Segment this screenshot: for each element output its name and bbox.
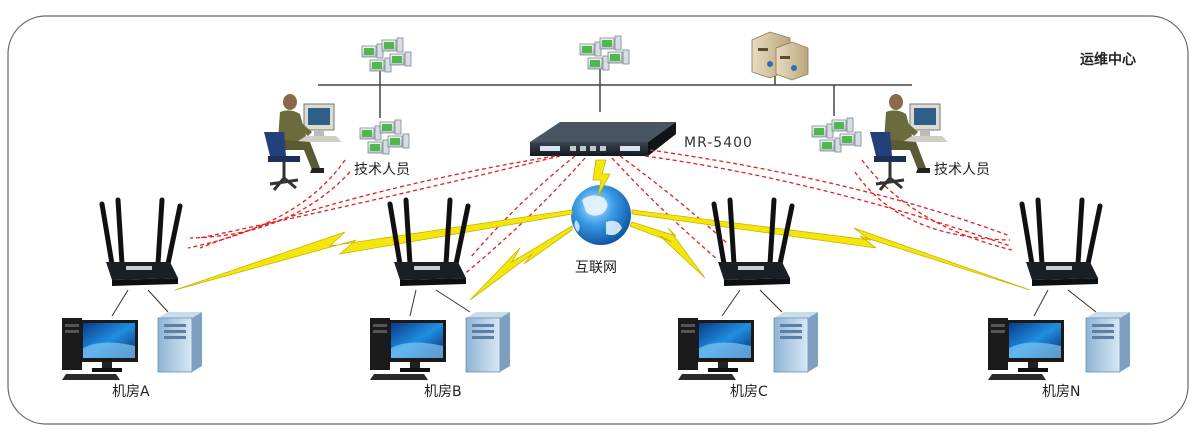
room-b: 机房B [370, 200, 511, 400]
tower-server-icon [465, 311, 511, 373]
desktop-pc-icon [62, 318, 138, 380]
desktop-pc-icon [678, 318, 754, 380]
tech-left-label: 技术人员 [354, 162, 410, 178]
room-a: 机房A [62, 200, 203, 400]
internet-label: 互联网 [575, 260, 617, 276]
wireless-router-icon [1022, 200, 1100, 286]
pc-cluster-icon [579, 35, 630, 71]
lan-bus [318, 68, 912, 118]
diagram-frame [7, 15, 1189, 425]
room-n: 机房N [988, 200, 1131, 400]
desktop-pc-icon [988, 318, 1064, 380]
tower-server-icon [1085, 311, 1131, 373]
server-icon [751, 31, 809, 81]
room-label: 机房A [112, 384, 150, 400]
wireless-router-icon [102, 200, 180, 286]
wireless-links [174, 209, 1031, 301]
ops-center-label: 运维中心 [1080, 51, 1136, 68]
room-label: 机房B [424, 384, 462, 400]
pc-cluster-icon [359, 119, 410, 155]
pc-cluster-icon [361, 37, 412, 73]
tower-server-icon [773, 311, 819, 373]
room-label: 机房C [730, 384, 768, 400]
tower-server-icon [157, 311, 203, 373]
room-c: 机房C [678, 200, 819, 400]
technician-icon [262, 92, 344, 192]
room-label: 机房N [1042, 384, 1080, 400]
pc-cluster-icon [811, 117, 862, 153]
router-model-label: MR-5400 [684, 135, 753, 151]
desktop-pc-icon [370, 318, 446, 380]
router-icon [530, 122, 676, 156]
tech-right-label: 技术人员 [934, 162, 990, 178]
wireless-router-icon [714, 200, 792, 286]
globe-icon [571, 185, 631, 245]
